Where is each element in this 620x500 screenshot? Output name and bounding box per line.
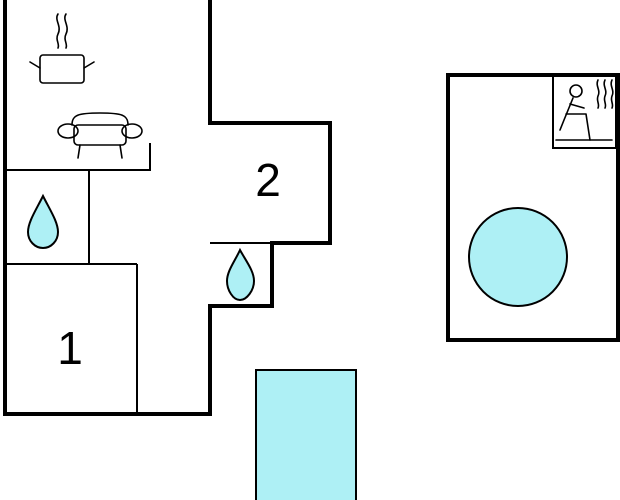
swimming-pool xyxy=(255,369,357,500)
sauna-icon xyxy=(555,79,614,141)
cooking-pot-icon xyxy=(29,13,95,84)
water-drop-icon xyxy=(26,193,60,250)
sofa-icon xyxy=(57,112,143,159)
room-number-1: 1 xyxy=(57,322,83,374)
water-drop-icon xyxy=(225,247,256,302)
room-number-2: 2 xyxy=(255,154,281,206)
house-outer-wall xyxy=(3,0,332,416)
sauna-box xyxy=(552,74,617,149)
hot-tub xyxy=(468,207,568,307)
living-partition xyxy=(5,143,151,171)
annex-outer-wall xyxy=(446,73,620,342)
